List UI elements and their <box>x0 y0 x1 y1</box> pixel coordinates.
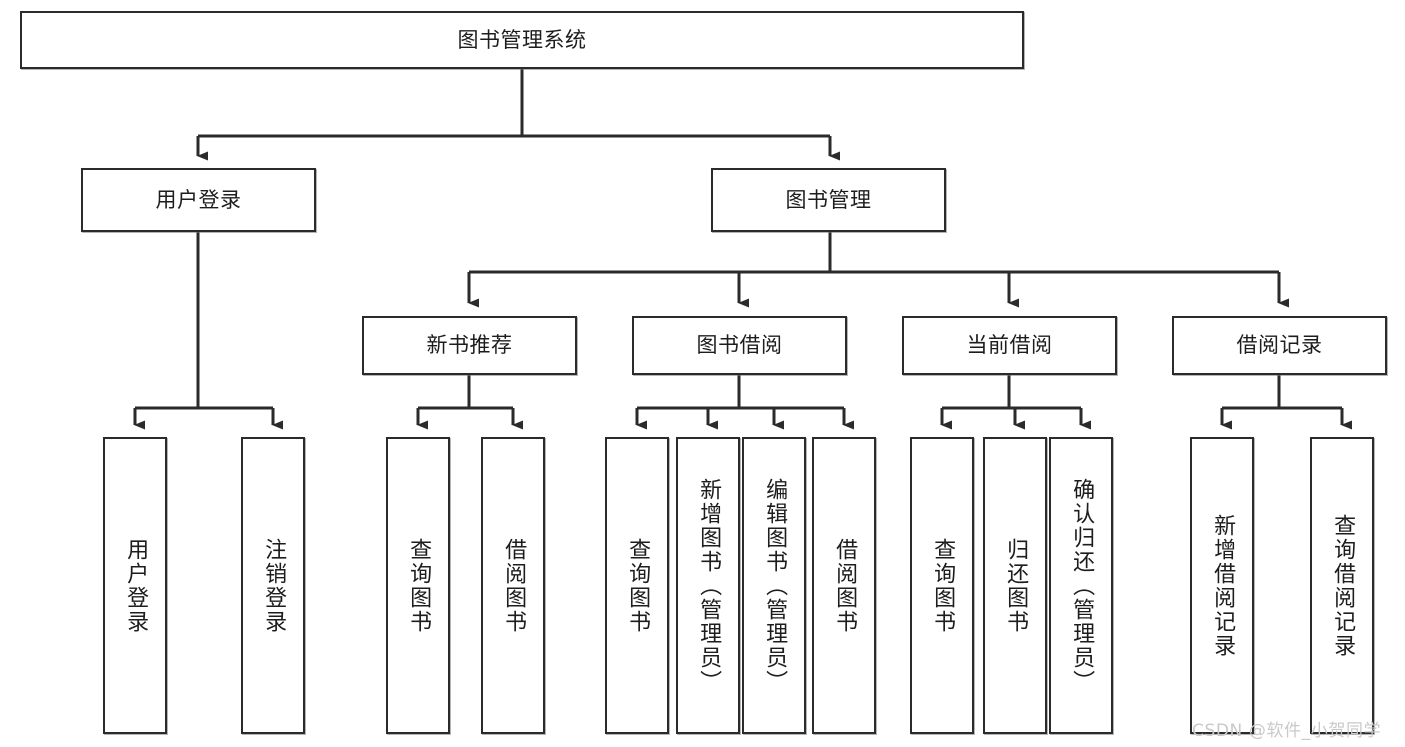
leaf-query-book-borrow[interactable]: 查询图书 <box>605 437 669 734</box>
node-label: 新书推荐 <box>426 333 513 358</box>
node-level3-borrow-record[interactable]: 借阅记录 <box>1172 316 1387 375</box>
node-label: 当前借阅 <box>966 333 1053 358</box>
watermark: CSDN @软件_小贺同学 <box>1192 721 1382 741</box>
leaf-query-book-rec[interactable]: 查询图书 <box>386 437 450 734</box>
node-label: 查询图书 <box>406 537 432 634</box>
node-label: 确认归还（管理员） <box>1069 477 1095 694</box>
node-label: 查询图书 <box>930 537 956 634</box>
node-label: 查询借阅记录 <box>1330 513 1356 658</box>
leaf-add-borrow-record[interactable]: 新增借阅记录 <box>1190 437 1254 734</box>
leaf-borrow-book[interactable]: 借阅图书 <box>812 437 876 734</box>
node-label: 编辑图书（管理员） <box>762 477 788 694</box>
node-label: 新增借阅记录 <box>1210 513 1236 658</box>
node-label: 查询图书 <box>625 537 651 634</box>
leaf-edit-book-admin[interactable]: 编辑图书（管理员） <box>742 437 806 734</box>
node-level3-new-book-recommend[interactable]: 新书推荐 <box>362 316 577 375</box>
leaf-return-book[interactable]: 归还图书 <box>983 437 1047 734</box>
node-level2-user-login[interactable]: 用户登录 <box>81 168 316 232</box>
node-label: 借阅图书 <box>832 537 858 634</box>
node-label: 用户登录 <box>155 187 242 212</box>
leaf-logout[interactable]: 注销登录 <box>241 437 305 734</box>
node-label: 新增图书（管理员） <box>696 477 722 694</box>
node-label: 图书管理 <box>785 187 872 212</box>
leaf-confirm-return-admin[interactable]: 确认归还（管理员） <box>1049 437 1113 734</box>
node-level3-book-borrow[interactable]: 图书借阅 <box>632 316 847 375</box>
node-label: 借阅图书 <box>501 537 527 634</box>
leaf-user-login[interactable]: 用户登录 <box>103 437 167 734</box>
node-level2-book-management[interactable]: 图书管理 <box>711 168 946 232</box>
leaf-borrow-book-rec[interactable]: 借阅图书 <box>481 437 545 734</box>
node-label: 图书借阅 <box>696 333 783 358</box>
leaf-query-borrow-record[interactable]: 查询借阅记录 <box>1310 437 1374 734</box>
node-label: 注销登录 <box>261 537 287 634</box>
node-label: 借阅记录 <box>1236 333 1323 358</box>
node-label: 用户登录 <box>123 537 149 634</box>
leaf-query-book-current[interactable]: 查询图书 <box>910 437 974 734</box>
node-label: 图书管理系统 <box>457 27 587 52</box>
node-root[interactable]: 图书管理系统 <box>20 11 1024 69</box>
node-level3-current-borrow[interactable]: 当前借阅 <box>902 316 1117 375</box>
leaf-add-book-admin[interactable]: 新增图书（管理员） <box>676 437 740 734</box>
node-label: 归还图书 <box>1003 537 1029 634</box>
